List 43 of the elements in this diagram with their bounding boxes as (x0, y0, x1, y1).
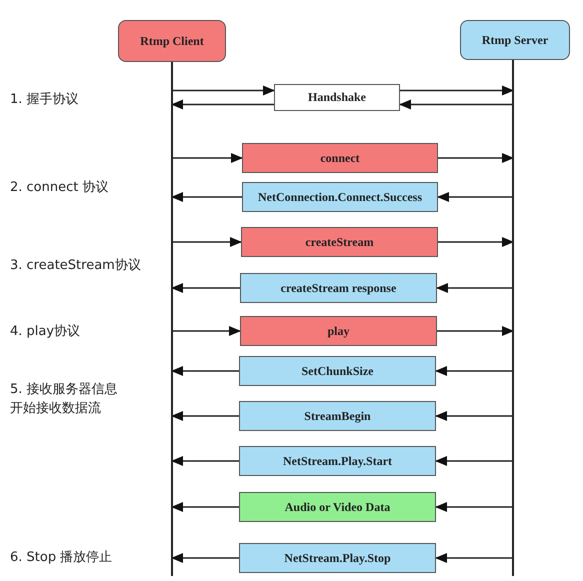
arrow (435, 502, 513, 512)
message-box: connect (242, 143, 438, 173)
step-label: 3. createStream协议 (10, 257, 142, 275)
arrow (435, 553, 513, 563)
step-label: 4. play协议 (10, 323, 82, 341)
arrow (171, 366, 239, 376)
arrow (171, 411, 239, 421)
message-box: NetConnection.Connect.Success (242, 182, 438, 212)
step-label: 1. 握手协议 (10, 91, 80, 109)
arrow (171, 456, 239, 466)
arrow (435, 456, 513, 466)
arrow (171, 100, 274, 110)
arrow (438, 237, 514, 247)
message-box: NetStream.Play.Start (239, 446, 436, 476)
arrow (172, 86, 275, 96)
arrow (436, 283, 513, 293)
arrow (399, 100, 513, 110)
message-box: StreamBegin (239, 401, 436, 431)
arrow (171, 553, 239, 563)
step-label: 6. Stop 播放停止 (10, 549, 114, 567)
arrow (437, 192, 513, 202)
arrow (172, 237, 242, 247)
message-box: createStream response (240, 273, 437, 303)
arrow (171, 502, 239, 512)
arrow (435, 411, 513, 421)
step-label: 2. connect 协议 (10, 179, 110, 197)
message-box: NetStream.Play.Stop (239, 543, 436, 573)
participant-box: Rtmp Server (460, 20, 570, 60)
message-box: Handshake (274, 84, 400, 111)
arrow (435, 366, 513, 376)
participant-box: Rtmp Client (118, 20, 226, 62)
message-box: Audio or Video Data (239, 492, 436, 522)
arrow (172, 153, 243, 163)
arrow (438, 153, 514, 163)
arrow (171, 192, 242, 202)
message-box: play (240, 316, 437, 346)
message-box: SetChunkSize (239, 356, 436, 386)
arrow (400, 86, 514, 96)
message-box: createStream (241, 227, 438, 257)
arrow (171, 283, 240, 293)
step-label: 5. 接收服务器信息开始接收数据流 (10, 381, 119, 418)
arrow (437, 326, 514, 336)
arrow (172, 326, 241, 336)
